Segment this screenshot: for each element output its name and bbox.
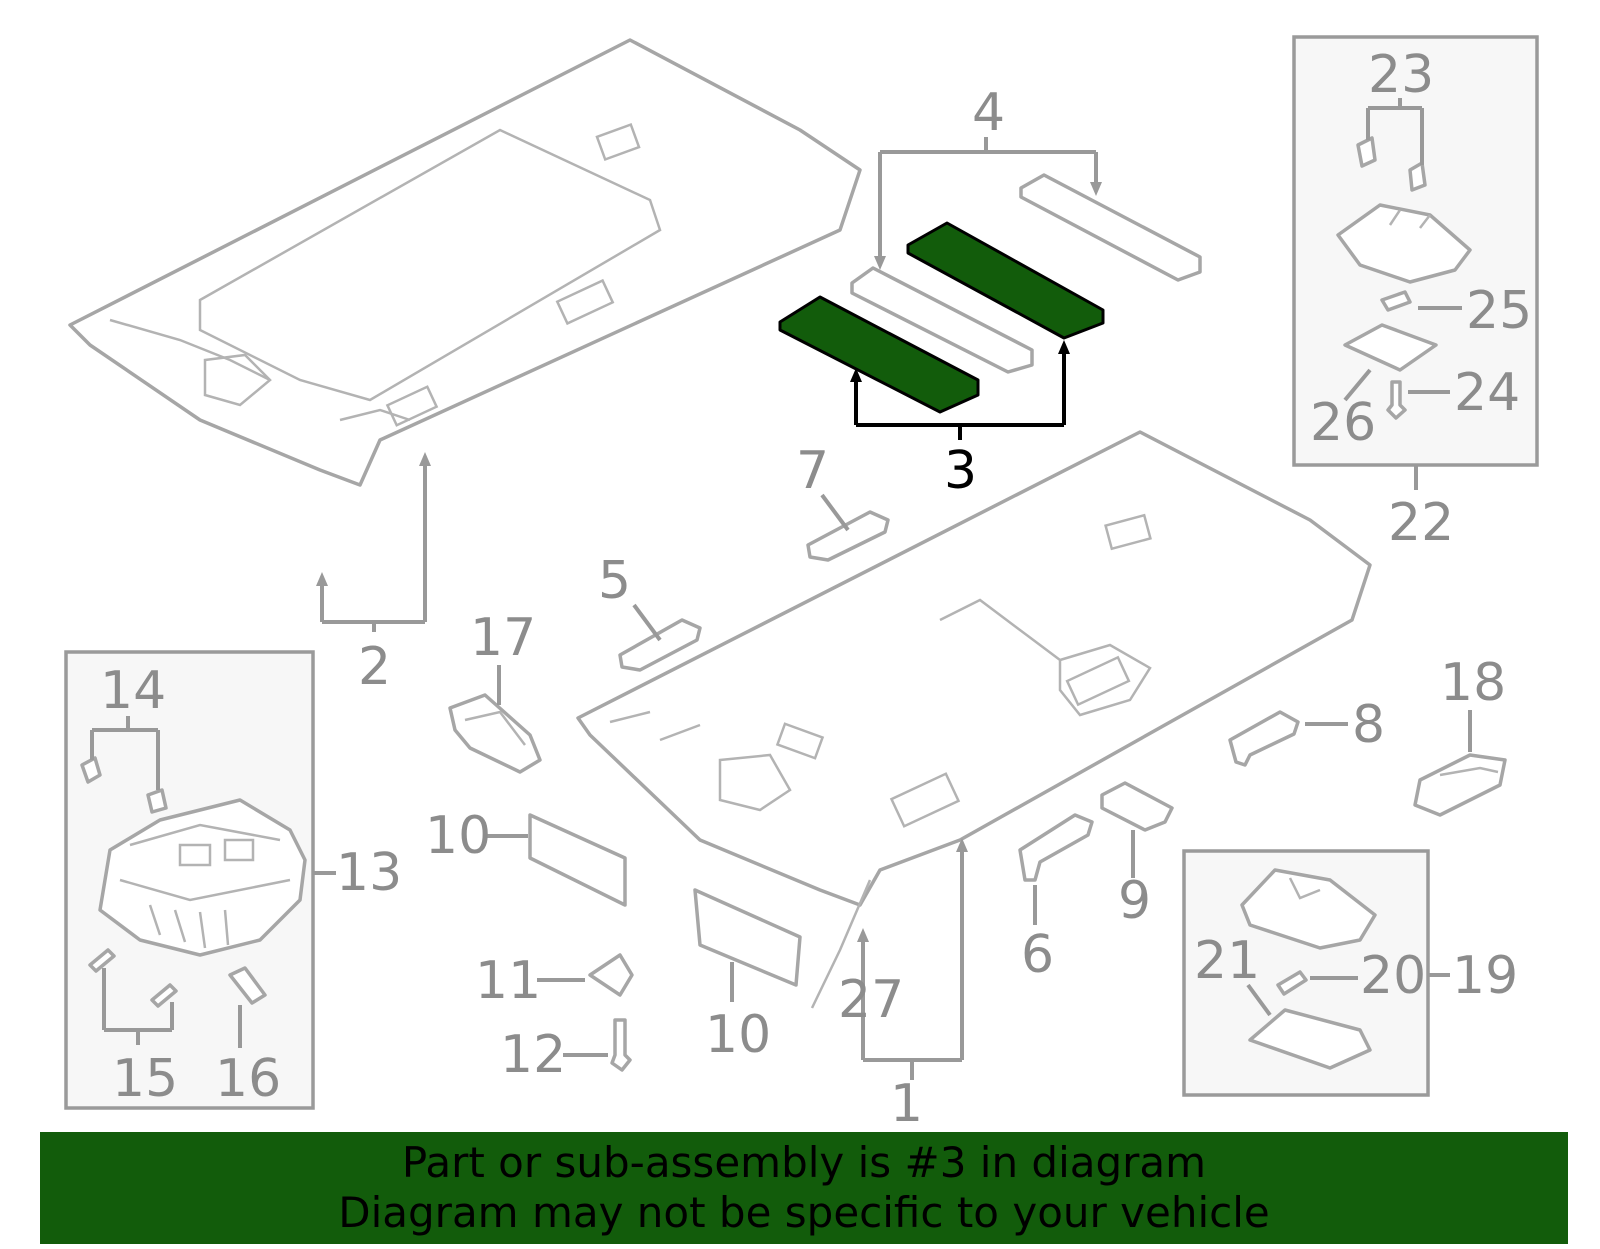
leader-26 [1343,368,1372,402]
lens-16 [228,966,267,1005]
label-17: 17 [470,608,536,668]
label-21: 21 [1194,931,1260,991]
label-6: 6 [1021,925,1054,985]
lamp-housing-19 [1240,868,1377,950]
label-26: 26 [1310,393,1376,453]
info-banner: Part or sub-assembly is #3 in diagram Di… [40,1132,1568,1244]
screw-24 [1386,380,1407,420]
lens-26 [1343,323,1438,372]
label-10b: 10 [705,1005,771,1065]
label-2: 2 [358,637,391,697]
label-11: 11 [475,951,541,1011]
arrow-4b [1090,182,1102,196]
label-24: 24 [1454,363,1520,423]
grab-handle-5 [618,618,702,672]
grab-handle-6 [1018,813,1094,882]
label-5: 5 [598,551,631,611]
sunvisor-10b [693,888,802,987]
leader-21 [1246,983,1272,1017]
leader-23 [1366,98,1424,165]
screw-12 [610,1018,632,1072]
bulb-15b [150,983,178,1008]
leader-2 [320,460,427,632]
label-9: 9 [1118,871,1151,931]
label-20: 20 [1360,946,1426,1006]
arrow-1 [956,838,968,852]
arrow-4a [874,256,886,270]
leader-5 [632,603,662,642]
clip-14b [146,788,168,814]
leader-14 [90,716,160,790]
highlighted-pad-3a [778,295,980,414]
leader-1 [861,846,964,1080]
pad-4a [850,266,1034,374]
banner-line-2: Diagram may not be specific to your vehi… [338,1188,1270,1237]
arrow-3b [1058,340,1070,354]
leader-7 [820,493,850,532]
label-19: 19 [1452,946,1518,1006]
lamp-9 [1100,781,1174,832]
label-7: 7 [796,441,829,501]
leader-4 [878,137,1098,262]
pad-4b [1019,173,1202,282]
grab-handle-8 [1228,710,1300,767]
label-25: 25 [1466,281,1532,341]
label-1: 1 [890,1074,923,1134]
headliner-1 [576,430,1372,907]
label-15: 15 [112,1049,178,1109]
lamp-housing-22 [1336,203,1472,284]
bulb-20 [1276,970,1308,996]
label-3: 3 [944,441,977,501]
arrow-2b [419,452,431,466]
clip-23b [1408,161,1427,192]
leader-3 [854,348,1066,440]
label-18: 18 [1440,653,1506,713]
label-23: 23 [1368,45,1434,105]
lamp-18 [1413,753,1507,817]
label-27: 27 [838,970,904,1030]
lamp-17 [448,693,542,774]
label-22: 22 [1388,493,1454,553]
label-12: 12 [500,1025,566,1085]
label-8: 8 [1352,695,1385,755]
clip-14a [80,756,102,784]
highlighted-pad-3b [906,221,1105,340]
wire-27 [810,879,872,1009]
label-10a: 10 [425,806,491,866]
clip-11 [588,953,634,997]
arrow-3a [850,368,862,382]
grab-handle-7 [806,510,890,562]
bulb-15a [88,948,116,973]
sunvisor-10a [528,813,627,907]
clip-23a [1356,136,1377,168]
headliner-2 [68,38,862,487]
dome-lamp-13 [98,798,307,957]
arrow-27 [857,928,869,942]
label-13: 13 [336,843,402,903]
bulb-25 [1380,290,1412,312]
leader-15 [102,968,174,1045]
arrow-2a [316,572,328,586]
label-16: 16 [215,1049,281,1109]
label-14: 14 [100,661,166,721]
banner-line-1: Part or sub-assembly is #3 in diagram [401,1138,1207,1187]
label-4: 4 [972,83,1005,143]
lens-21 [1248,1008,1372,1070]
